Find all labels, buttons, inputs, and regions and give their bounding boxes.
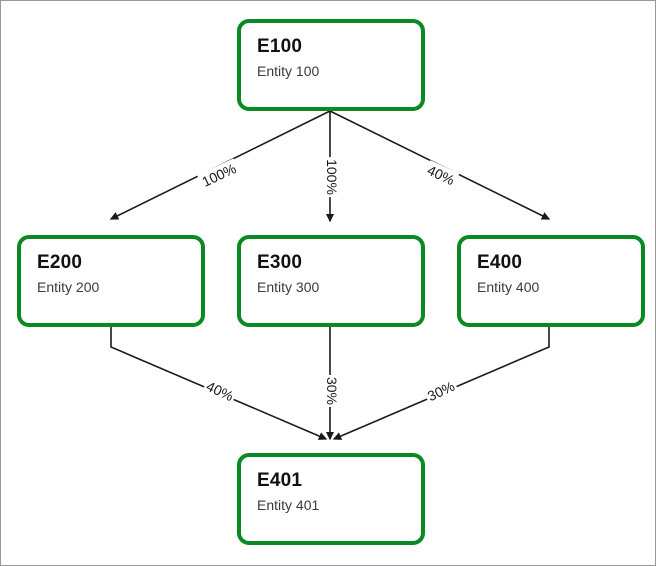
node-subtitle: Entity 300 <box>257 278 320 295</box>
node-e200[interactable]: E200 Entity 200 <box>17 235 205 327</box>
node-e300[interactable]: E300 Entity 300 <box>237 235 425 327</box>
edge-label-e100-e300: 100% <box>323 157 341 197</box>
node-e100[interactable]: E100 Entity 100 <box>237 19 425 111</box>
node-title: E401 <box>257 470 303 491</box>
node-subtitle: Entity 100 <box>257 62 320 79</box>
node-e400[interactable]: E400 Entity 400 <box>457 235 645 327</box>
edge-label-e300-e401: 30% <box>323 374 341 408</box>
node-subtitle: Entity 400 <box>477 278 540 295</box>
edge-e200-e401 <box>110 327 328 440</box>
node-subtitle: Entity 200 <box>37 278 100 295</box>
edge-e400-e401 <box>332 327 550 440</box>
node-title: E200 <box>37 252 83 273</box>
node-e401[interactable]: E401 Entity 401 <box>237 453 425 545</box>
node-title: E100 <box>257 36 303 57</box>
node-title: E400 <box>477 252 523 273</box>
node-title: E300 <box>257 252 303 273</box>
node-subtitle: Entity 401 <box>257 496 320 513</box>
